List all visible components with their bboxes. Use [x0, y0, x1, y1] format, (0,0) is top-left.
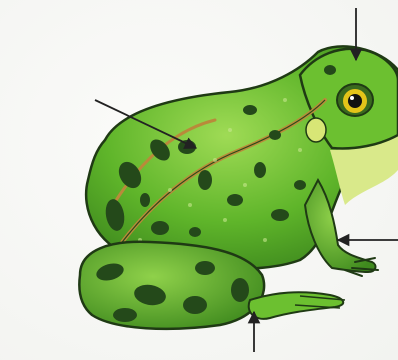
front-leg [305, 180, 375, 272]
eardrum [306, 118, 326, 142]
eye [337, 84, 373, 116]
